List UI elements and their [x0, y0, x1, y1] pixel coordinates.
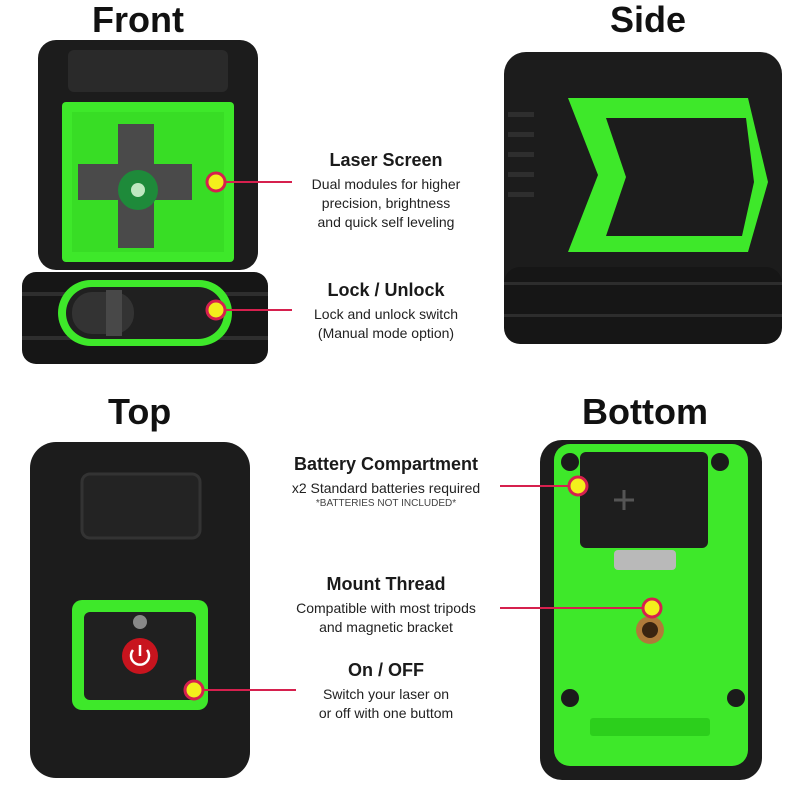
callout-mount: Mount Thread Compatible with most tripod… [266, 574, 506, 637]
callout-lock: Lock / Unlock Lock and unlock switch (Ma… [266, 280, 506, 343]
indicator-led [133, 615, 147, 629]
title-side: Side [610, 0, 687, 40]
callout-line: Compatible with most tripods [296, 600, 476, 616]
callout-laser-screen: Laser Screen Dual modules for higher pre… [266, 150, 506, 232]
marker-lock [205, 299, 227, 321]
callout-line: (Manual mode option) [317, 325, 455, 341]
battery-cover [580, 452, 708, 548]
side-view-device [504, 52, 782, 344]
marker-battery [567, 475, 589, 497]
callout-line: or off with one buttom [318, 705, 454, 721]
callout-line: x2 Standard batteries required [291, 480, 481, 496]
callout-title: Lock / Unlock [327, 280, 445, 300]
marker-laser-screen [205, 171, 227, 193]
title-front: Front [92, 0, 184, 40]
callout-power: On / OFF Switch your laser on or off wit… [266, 660, 506, 723]
callout-line: Lock and unlock switch [314, 306, 458, 322]
callout-battery: Battery Compartment x2 Standard batterie… [266, 454, 506, 510]
callout-title: On / OFF [348, 660, 424, 680]
callout-line: precision, brightness [321, 195, 451, 211]
callout-title: Mount Thread [326, 574, 446, 594]
marker-mount [641, 597, 663, 619]
callout-line: Dual modules for higher [311, 176, 461, 192]
callout-note: *BATTERIES NOT INCLUDED* [315, 498, 457, 509]
callout-title: Battery Compartment [293, 454, 479, 474]
callout-line: Switch your laser on [322, 686, 450, 702]
power-icon [129, 645, 151, 666]
title-top: Top [108, 391, 172, 432]
callout-line: and magnetic bracket [319, 619, 453, 635]
title-bottom: Bottom [582, 391, 708, 432]
callout-title: Laser Screen [329, 150, 443, 170]
callout-line: and quick self leveling [317, 214, 455, 230]
front-view-device [22, 40, 268, 364]
plus-icon [614, 490, 634, 510]
marker-power [183, 679, 205, 701]
